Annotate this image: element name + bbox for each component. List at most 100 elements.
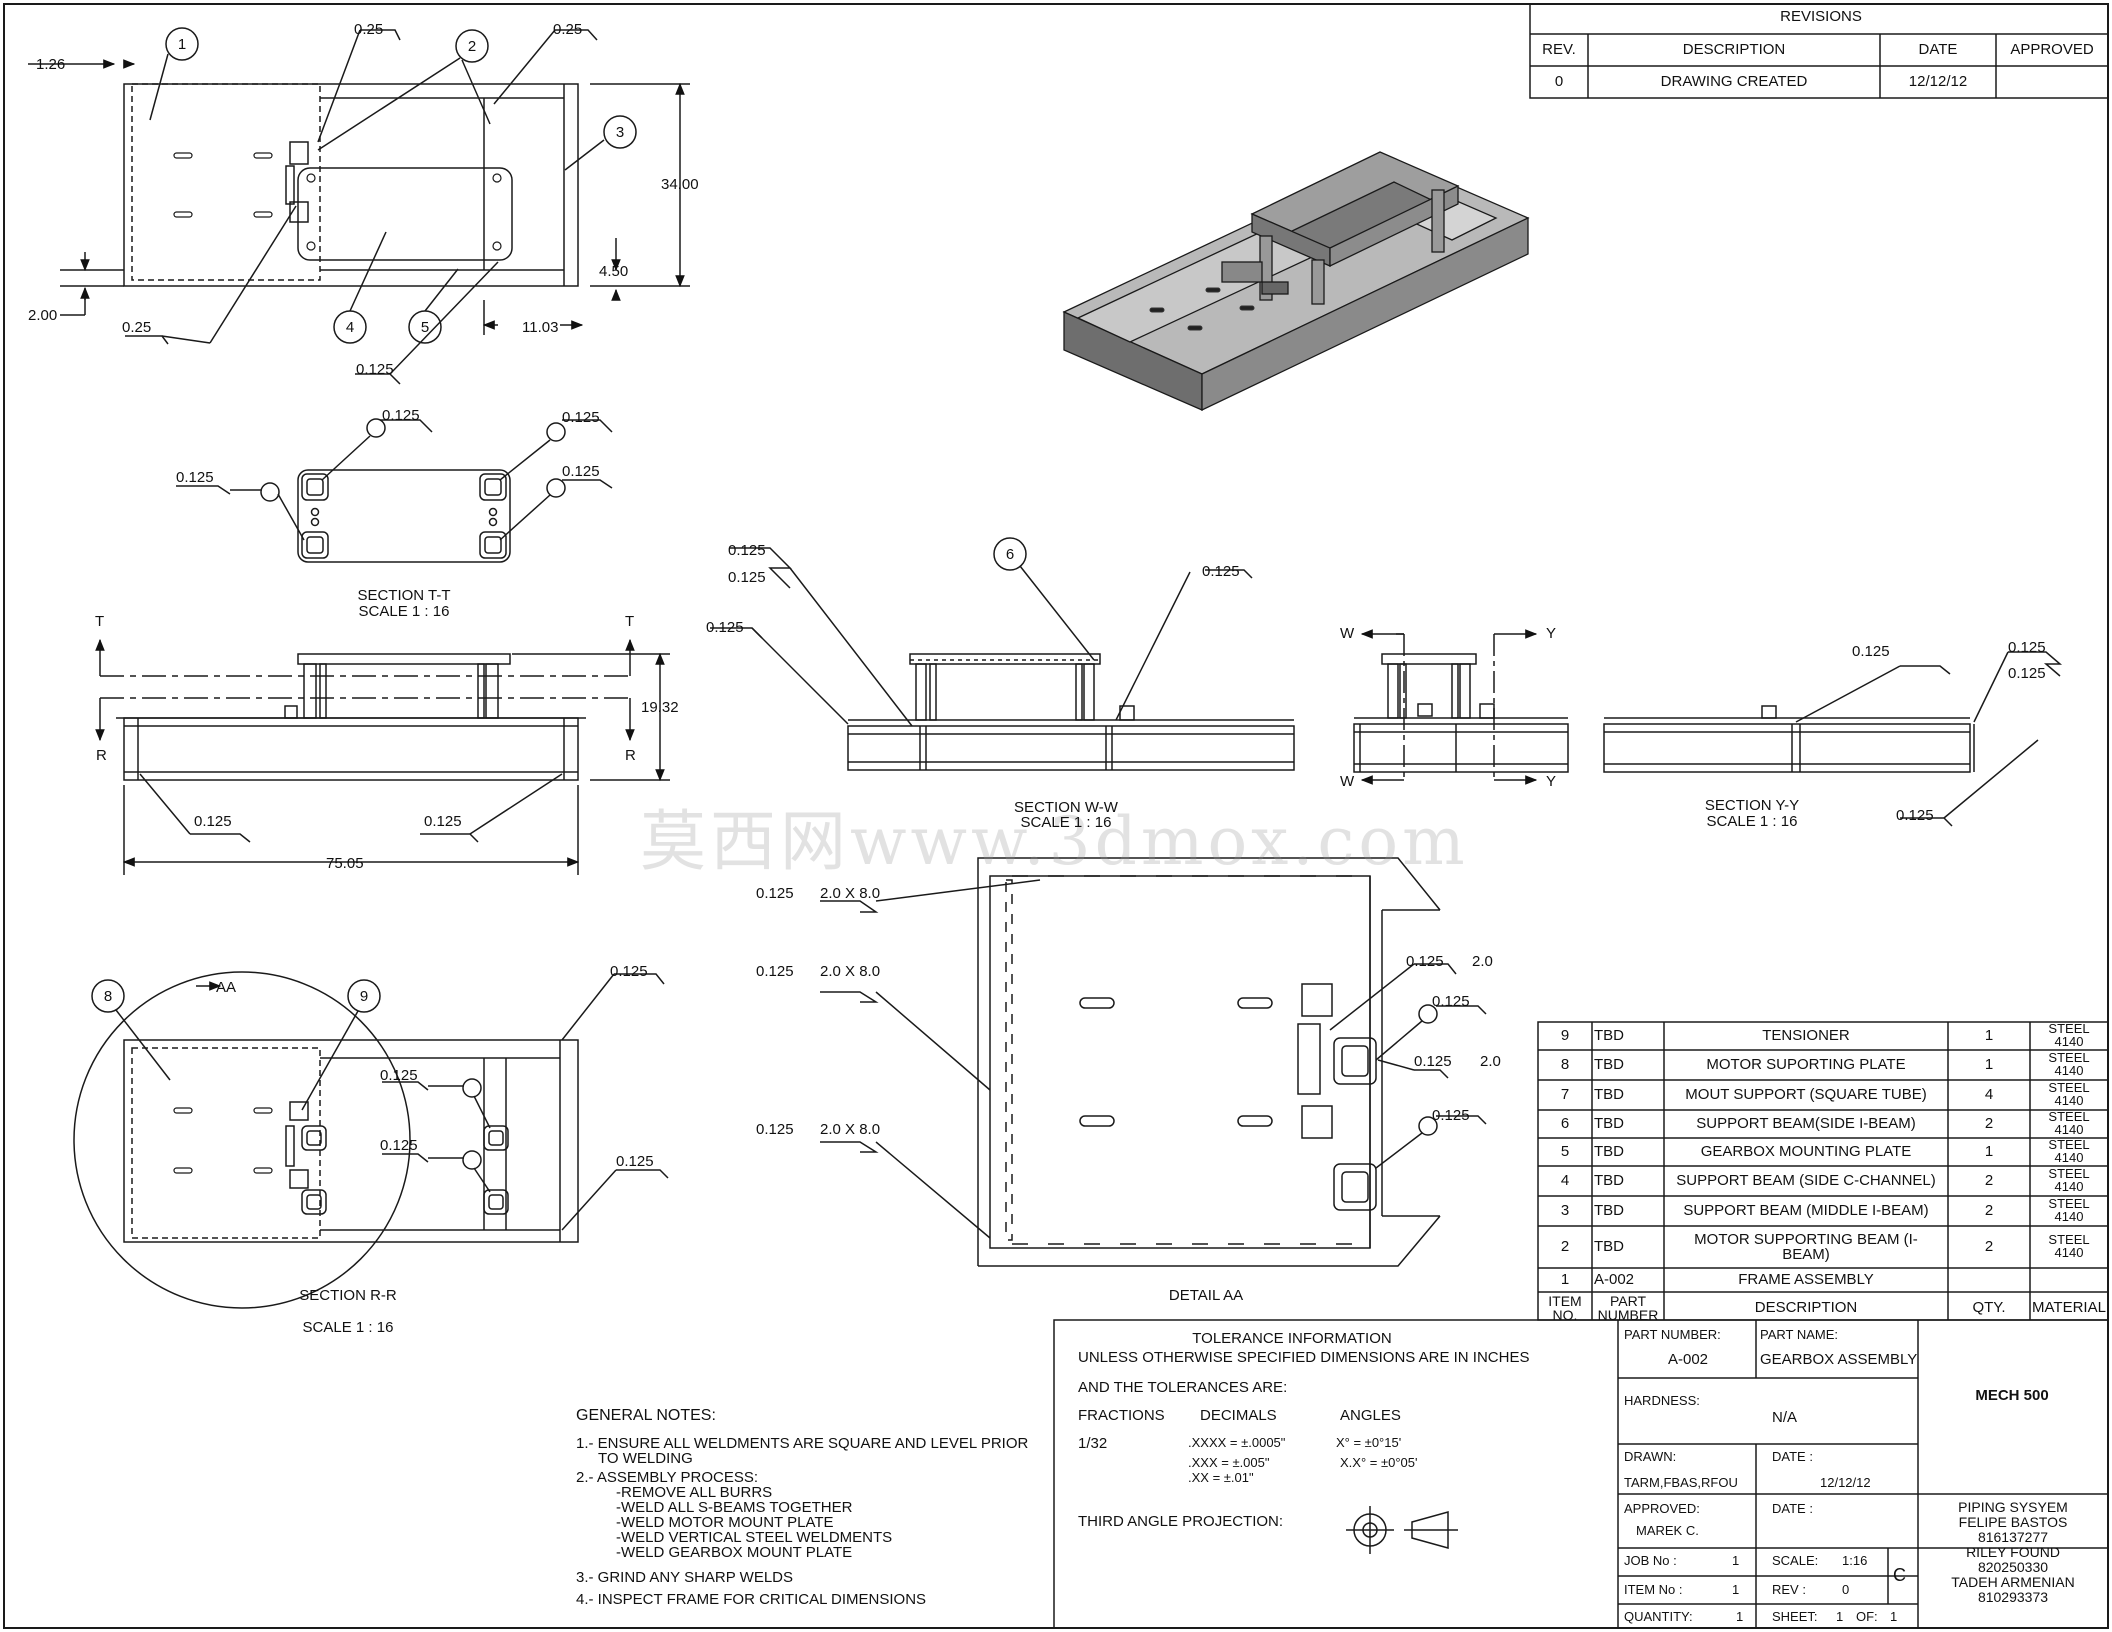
- drawn-value: TARM,FBAS,RFOU: [1624, 1475, 1738, 1490]
- section-rr-view: [73, 971, 669, 1309]
- bom-row-9-description: TENSIONER: [1762, 1027, 1850, 1044]
- aa-weld-4: 0.125: [1406, 953, 1444, 970]
- item-value: 1: [1732, 1582, 1740, 1597]
- bom-row-2-part-number: TBD: [1594, 1238, 1624, 1255]
- aa-weld-1-size: 2.0 X 8.0: [820, 885, 881, 902]
- approved-value: MAREK C.: [1636, 1523, 1699, 1538]
- bom-row-2-item: 2: [1560, 1238, 1570, 1255]
- section-tt-scale: SCALE 1 : 16: [358, 603, 450, 620]
- marker-t-right: T: [625, 613, 635, 630]
- aa-weld-6: 0.125: [1414, 1053, 1452, 1070]
- part-number-value: A-002: [1668, 1351, 1709, 1368]
- dim-4-50: 4.50: [599, 263, 629, 280]
- section-rr-title: SECTION R-R: [299, 1287, 397, 1304]
- bom-row-5-part-number: TBD: [1594, 1143, 1624, 1160]
- bom-row-5-qty: 1: [1984, 1143, 1994, 1160]
- marker-w-bottom: W: [1340, 773, 1355, 790]
- bom-row-2-material: STEEL 4140: [2048, 1232, 2090, 1260]
- detail-aa-marker: AA: [216, 979, 237, 996]
- bom-row-5-description: GEARBOX MOUNTING PLATE: [1700, 1143, 1912, 1160]
- marker-t-left: T: [95, 613, 105, 630]
- balloon-6: 6: [1005, 546, 1015, 563]
- ww-weld-4: 0.125: [1202, 563, 1240, 580]
- angle-2: X.X° = ±0°05': [1340, 1455, 1418, 1470]
- balloon-9: 9: [359, 988, 369, 1005]
- marker-y-bottom: Y: [1546, 773, 1557, 790]
- bom-row-9-material: STEEL 4140: [2048, 1021, 2090, 1049]
- bom-row-6-description: SUPPORT BEAM(SIDE I-BEAM): [1696, 1115, 1916, 1132]
- bom-row-5-item: 5: [1560, 1143, 1570, 1160]
- date2-label: DATE :: [1772, 1501, 1813, 1516]
- rr-weld-3: 0.125: [380, 1067, 418, 1084]
- team-line-3: 816137277: [1977, 1528, 2049, 1545]
- team-line-7: 810293373: [1977, 1588, 2049, 1605]
- tolerance-title: TOLERANCE INFORMATION: [1192, 1330, 1392, 1347]
- bom-row-5-material: STEEL 4140: [2048, 1137, 2090, 1165]
- tt-weld-2: 0.125: [562, 409, 600, 426]
- part-number-label: PART NUMBER:: [1624, 1327, 1721, 1342]
- balloon-4: 4: [345, 319, 355, 336]
- bom-row-4-part-number: TBD: [1594, 1172, 1624, 1189]
- team-line-4: RILEY FOUND: [1966, 1543, 2060, 1560]
- tt-weld-3: 0.125: [562, 463, 600, 480]
- bom-row-9-part-number: TBD: [1594, 1027, 1624, 1044]
- bom-row-2-qty: 2: [1984, 1238, 1994, 1255]
- fraction-value: 1/32: [1078, 1435, 1108, 1452]
- bom-row-4-qty: 2: [1984, 1172, 1994, 1189]
- front-weld-1: 0.125: [194, 813, 232, 830]
- bom-row-7-qty: 4: [1984, 1086, 1994, 1103]
- item-label: ITEM No :: [1624, 1582, 1683, 1597]
- section-yy-scale: SCALE 1 : 16: [1706, 813, 1798, 830]
- bom-row-7-description: MOUT SUPPORT (SQUARE TUBE): [1685, 1086, 1927, 1103]
- isometric-view: [1062, 151, 1530, 412]
- of-value: 1: [1890, 1609, 1898, 1624]
- marker-w-top: W: [1340, 625, 1355, 642]
- watermark: 莫西网www.3dmox.com: [640, 803, 1469, 880]
- note-2d: -WELD VERTICAL STEEL WELDMENTS: [616, 1529, 893, 1546]
- job-label: JOB No :: [1624, 1553, 1677, 1568]
- bom-row-3-description: SUPPORT BEAM (MIDDLE I-BEAM): [1683, 1202, 1929, 1219]
- tt-weld-4: 0.125: [176, 469, 214, 486]
- balloon-1: 1: [177, 36, 187, 53]
- angle-1: X° = ±0°15': [1336, 1435, 1402, 1450]
- section-ww-view: [710, 537, 1295, 771]
- marker-y-top: Y: [1546, 625, 1557, 642]
- section-tt-view: [176, 418, 613, 563]
- section-yy-title: SECTION Y-Y: [1704, 797, 1800, 814]
- rev-cell-description: DRAWING CREATED: [1660, 73, 1808, 90]
- weld-0-25-c: 0.25: [122, 319, 152, 336]
- yy-weld-4: 0.125: [1896, 807, 1934, 824]
- note-2b: -WELD ALL S-BEAMS TOGETHER: [616, 1499, 853, 1516]
- hardness-label: HARDNESS:: [1624, 1393, 1700, 1408]
- aa-weld-2-size: 2.0 X 8.0: [820, 963, 881, 980]
- bom-header-part-number: PART NUMBER: [1597, 1293, 1659, 1323]
- rev-header-date: DATE: [1918, 41, 1958, 58]
- aa-weld-4-size: 2.0: [1472, 953, 1493, 970]
- decimal-2: .XX = ±.01": [1188, 1470, 1254, 1485]
- side-view: [1353, 629, 1569, 785]
- note-2c: -WELD MOTOR MOUNT PLATE: [616, 1514, 834, 1531]
- detail-aa-title: DETAIL AA: [1168, 1287, 1244, 1304]
- drawn-label: DRAWN:: [1624, 1449, 1677, 1464]
- section-rr-scale: SCALE 1 : 16: [302, 1319, 394, 1336]
- bom-row-8-qty: 1: [1984, 1056, 1994, 1073]
- dim-19-32: 19.32: [641, 699, 679, 716]
- bom-header-qty: QTY.: [1972, 1299, 2006, 1316]
- weld-0-25-a: 0.25: [354, 21, 384, 38]
- rev-cell-date: 12/12/12: [1908, 73, 1968, 90]
- top-view: [28, 27, 690, 385]
- team-line-2: FELIPE BASTOS: [1958, 1513, 2068, 1530]
- part-name-label: PART NAME:: [1760, 1327, 1839, 1342]
- rev-header-description: DESCRIPTION: [1682, 41, 1786, 58]
- front-view: [95, 638, 670, 875]
- bom-row-3-part-number: TBD: [1594, 1202, 1624, 1219]
- bom-row-3-qty: 2: [1984, 1202, 1994, 1219]
- rev-value: 0: [1842, 1582, 1850, 1597]
- yy-weld-3: 0.125: [2008, 665, 2046, 682]
- front-weld-2: 0.125: [424, 813, 462, 830]
- bom-row-6-part-number: TBD: [1594, 1115, 1624, 1132]
- aa-weld-3-size: 2.0 X 8.0: [820, 1121, 881, 1138]
- bom-row-9-item: 9: [1560, 1027, 1570, 1044]
- dim-34-00: 34.00: [661, 176, 699, 193]
- team-line-1: PIPING SYSYEM: [1958, 1499, 2068, 1515]
